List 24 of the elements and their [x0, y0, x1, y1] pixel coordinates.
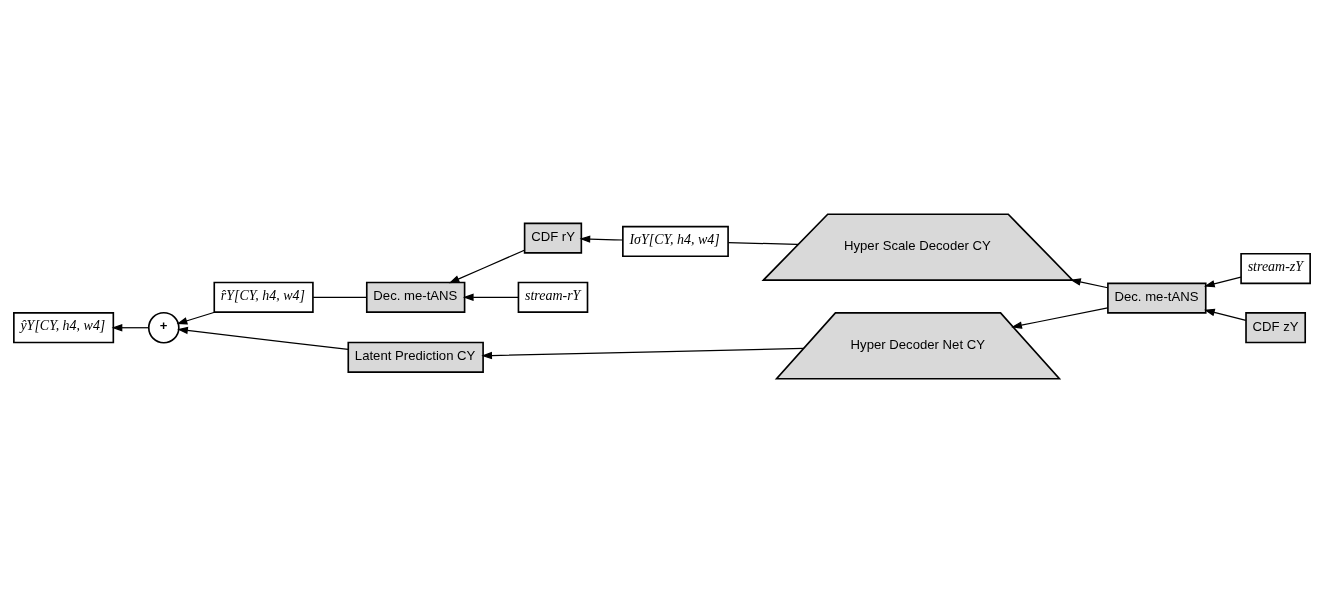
node-box: Latent Prediction CY — [347, 341, 484, 373]
node-box: stream-rY — [517, 281, 589, 313]
arrow — [111, 324, 150, 332]
node-box: stream-zY — [1240, 252, 1311, 285]
connector — [727, 242, 799, 245]
arrow — [481, 347, 805, 360]
arrow — [1204, 276, 1242, 288]
node-box: Dec. me-tANS — [365, 281, 466, 313]
connector — [312, 296, 368, 298]
node-box: IσY[CY, h4, w4] — [622, 225, 729, 258]
node-box: Dec. me-tANS — [1107, 282, 1207, 314]
node-box: CDF zY — [1245, 312, 1307, 344]
arrow — [176, 311, 216, 325]
arrow — [1070, 278, 1109, 289]
node-box: ŷY[CY, h4, w4] — [13, 312, 115, 344]
arrow — [177, 326, 349, 351]
node-box: r̂Y[CY, h4, w4] — [213, 281, 314, 313]
arrow — [579, 235, 624, 243]
node-box: CDF rY — [523, 222, 583, 254]
arrow — [1011, 307, 1109, 329]
node-circle: + — [147, 311, 180, 344]
arrow — [448, 249, 525, 284]
arrow — [1204, 308, 1247, 322]
arrow — [462, 293, 519, 302]
